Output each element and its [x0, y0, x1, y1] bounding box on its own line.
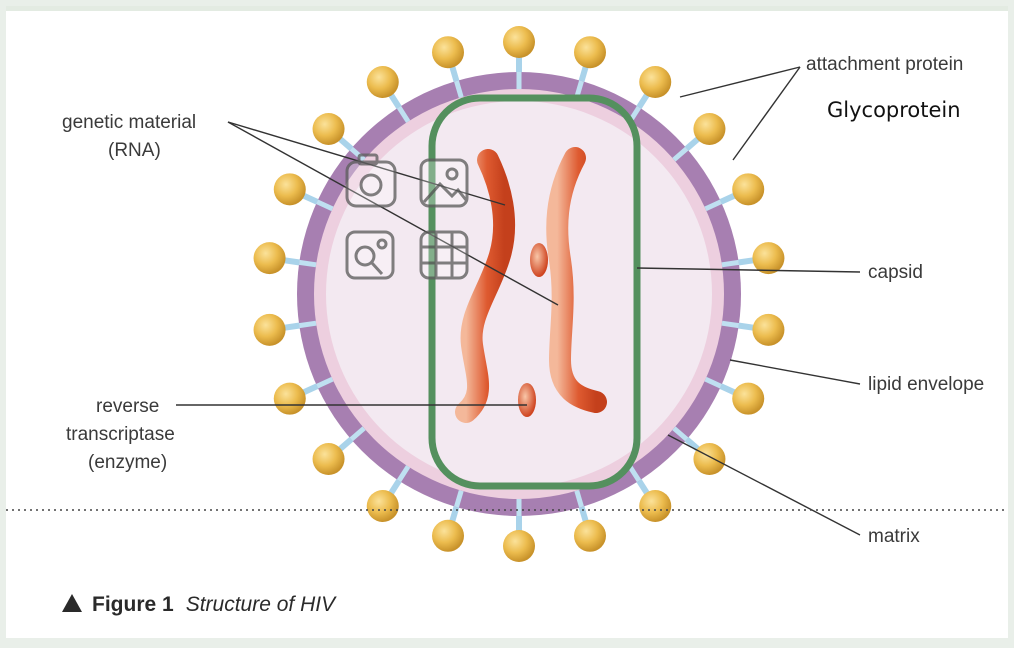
glycoprotein-knob [639, 489, 672, 522]
glycoprotein-knob [312, 112, 345, 145]
envelope-stripe [349, 426, 366, 442]
figure-title: Structure of HIV [186, 593, 337, 616]
glycoprotein-knob [752, 242, 785, 275]
reverse-transcriptase-bottom [518, 383, 536, 417]
glycoprotein-knob [366, 489, 399, 522]
envelope-stripe [396, 465, 411, 483]
label-genetic-material: genetic material [62, 112, 196, 133]
envelope-stripe [316, 199, 334, 212]
label-transcriptase: transcriptase [66, 424, 175, 445]
envelope-stripe [721, 259, 740, 268]
virus-interior [326, 101, 712, 487]
glycoprotein-knob [752, 313, 785, 346]
envelope-stripes [298, 72, 740, 516]
label-rna: (RNA) [108, 140, 161, 161]
rna-strand-left [455, 149, 516, 423]
label-glycoprotein: Glycoprotein [827, 98, 961, 122]
glycoprotein-knob [273, 382, 306, 415]
envelope-stripe [672, 426, 689, 442]
envelope-stripe [316, 376, 334, 389]
image-search-icon[interactable] [345, 230, 395, 280]
label-capsid: capsid [868, 262, 923, 283]
reverse-transcriptase-top [530, 243, 548, 277]
label-lipid-envelope: lipid envelope [868, 374, 984, 395]
envelope-stripe [704, 376, 722, 389]
glycoprotein-knob [503, 530, 535, 562]
label-attachment-protein: attachment protein [806, 54, 963, 75]
figure-caption: Figure 1 Structure of HIV [92, 593, 337, 616]
envelope-stripe [704, 199, 722, 212]
glycoprotein-knob [432, 36, 465, 69]
caption-triangle-icon [62, 594, 82, 612]
label-matrix: matrix [868, 526, 920, 547]
envelope-stripe [721, 320, 740, 329]
envelope-stripe [349, 146, 366, 162]
glycoprotein-knob [503, 26, 535, 58]
image-tools-overlay [345, 153, 469, 280]
glycoprotein-knob [732, 173, 765, 206]
glycoprotein-knob [573, 36, 606, 69]
glycoprotein-knob [432, 519, 465, 552]
envelope-stripe [574, 489, 584, 508]
rna-strand-right [546, 147, 607, 413]
capsid-shell [428, 94, 641, 490]
image-icon[interactable] [419, 158, 469, 208]
glycoprotein-knob [573, 519, 606, 552]
glycoprotein-knob [693, 112, 726, 145]
camera-icon[interactable] [345, 153, 397, 208]
figure-number: Figure 1 [92, 593, 174, 616]
envelope-stripe [454, 489, 464, 508]
label-enzyme: (enzyme) [88, 452, 167, 473]
glycoprotein-knob [273, 173, 306, 206]
envelope-stripe [627, 465, 642, 483]
grid-icon[interactable] [419, 230, 469, 280]
label-reverse: reverse [96, 396, 159, 417]
glycoprotein-knob [312, 443, 345, 476]
glycoprotein-knob [253, 313, 286, 346]
envelope-stripe [298, 259, 317, 268]
glycoprotein-knob [253, 242, 286, 275]
glycoprotein-knob [366, 66, 399, 99]
glycoprotein-knob [639, 66, 672, 99]
glycoprotein-knob [693, 443, 726, 476]
envelope-stripe [396, 105, 411, 123]
glycoprotein-knob [732, 382, 765, 415]
top-strip [6, 6, 1008, 11]
envelope-stripe [298, 320, 317, 329]
envelope-stripe [672, 146, 689, 162]
envelope-stripe [454, 80, 464, 99]
